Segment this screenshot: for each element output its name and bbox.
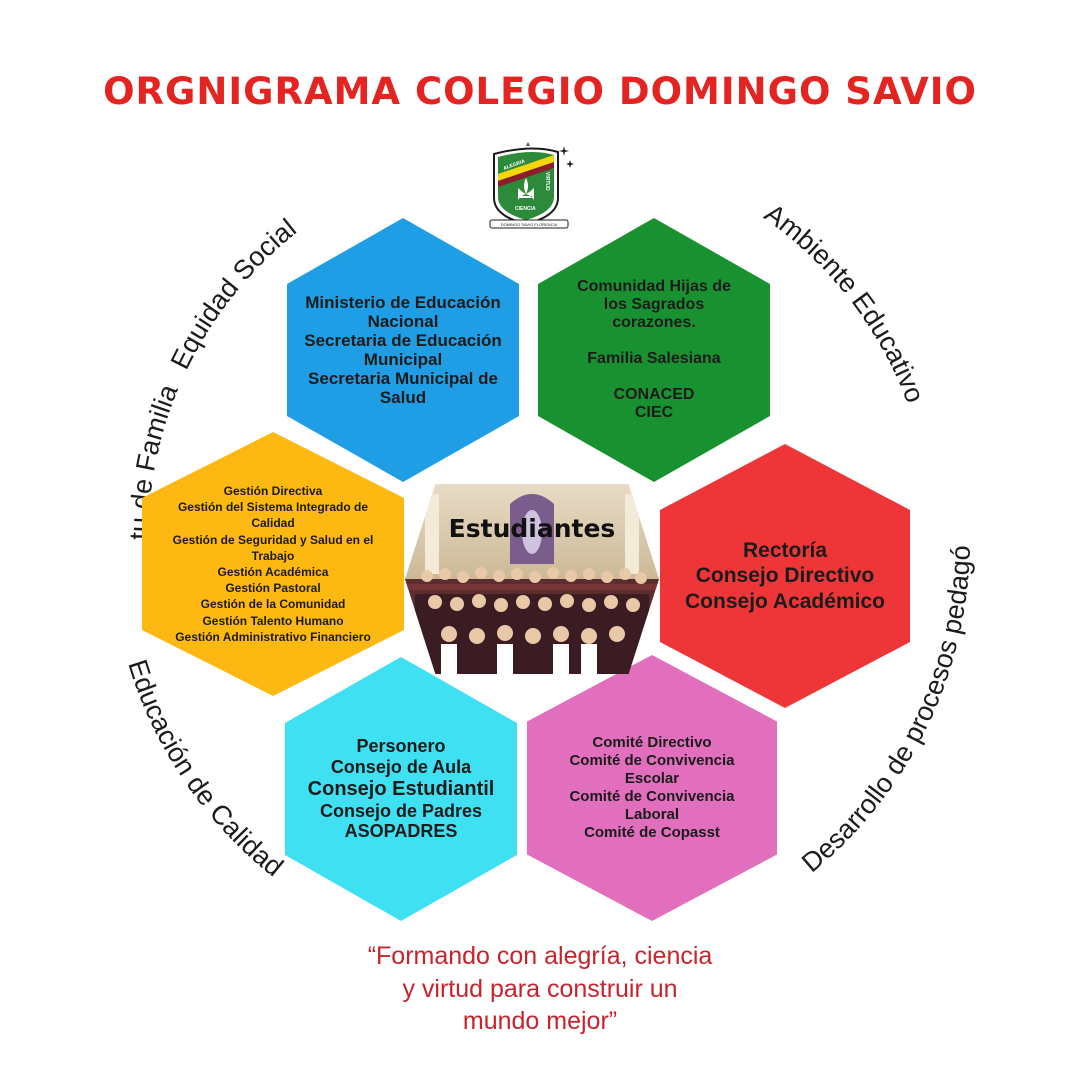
hex-line: Gestión Administrativo Financiero: [175, 629, 371, 644]
hex-line: Gestión Directiva: [223, 484, 323, 499]
hex-management-areas: Gestión Directiva Gestión del Sistema In…: [142, 432, 404, 696]
hex-line: Comité Directivo: [592, 734, 712, 751]
hex-line: Nacional: [367, 311, 439, 331]
hex-line: CIEC: [634, 403, 674, 421]
hex-rectory-councils: Rectoría Consejo Directivo Consejo Acadé…: [660, 444, 910, 708]
slogan-line: “Formando con alegría, ciencia: [367, 942, 713, 970]
hex-line: Consejo de Aula: [330, 756, 472, 777]
hex-religious-community: Comunidad Hijas de los Sagrados corazone…: [538, 218, 770, 482]
ring-label-equidad: Equidad Social: [165, 213, 302, 374]
crest-text-ciencia: CIENCIA: [515, 206, 536, 212]
hex-line: ASOPADRES: [344, 821, 458, 842]
hex-line: Comité de Copasst: [584, 824, 720, 841]
hex-line: Comunidad Hijas de: [577, 278, 731, 296]
page-title: ORGNIGRAMA COLEGIO DOMINGO SAVIO: [103, 70, 977, 113]
hex-line: los Sagrados: [603, 296, 705, 314]
hex-line: Salud: [379, 388, 427, 408]
hex-line: Consejo Directivo: [695, 564, 875, 588]
hex-line: Comité de Convivencia: [569, 788, 735, 805]
ring-label-familia: Espíritu de Familia: [0, 0, 184, 540]
hex-line: Consejo Estudiantil: [307, 777, 495, 800]
slogan-line: mundo mejor”: [462, 1007, 618, 1035]
students-label: Estudiantes: [448, 514, 616, 543]
hex-line: Gestión Académica: [217, 565, 329, 579]
hex-line: Gestión Talento Humano: [202, 613, 344, 628]
school-slogan: “Formando con alegría, ciencia y virtud …: [280, 940, 800, 1038]
crest-ribbon-text: DOMINGO SAVIO FLORENCIA: [501, 222, 558, 227]
hex-line: Gestión de Seguridad y Salud en el: [172, 532, 374, 547]
hex-line: Gestión Pastoral: [225, 581, 321, 596]
hex-line: Trabajo: [251, 548, 295, 563]
hex-line: corazones.: [612, 314, 696, 332]
hex-line: Secretaria Municipal de: [308, 369, 498, 389]
hex-line: Escolar: [624, 770, 680, 787]
hex-line: Laboral: [624, 806, 680, 823]
hex-line: Gestión del Sistema Integrado de: [177, 500, 369, 515]
hex-line: CONACED: [613, 385, 695, 403]
hex-line: Municipal: [363, 350, 443, 369]
hex-line: Rectoría: [742, 539, 827, 563]
hex-line: Comité de Convivencia: [569, 752, 735, 769]
hex-line: Calidad: [251, 516, 295, 531]
hex-line: Secretaria de Educación: [304, 330, 502, 350]
hex-line: Consejo de Padres: [319, 800, 483, 821]
hex-students-photo: Estudiantes: [405, 484, 659, 674]
school-crest-logo: ALEGRIA VIRTUD CIENCIA DOMINGO SAVIO FLO…: [489, 142, 574, 229]
hex-line: Ministerio de Educación: [305, 292, 501, 312]
hex-line: Consejo Académico: [685, 589, 885, 613]
students-group-photo: [405, 484, 659, 674]
hex-line: Gestión de la Comunidad: [200, 597, 346, 612]
hex-line: Personero: [356, 736, 446, 757]
slogan-line: y virtud para construir un: [402, 974, 678, 1003]
hex-line: Familia Salesiana: [587, 350, 721, 367]
crest-text-virtud: VIRTUD: [544, 172, 550, 191]
ring-label-ambiente: Ambiente Educativo: [759, 198, 930, 407]
